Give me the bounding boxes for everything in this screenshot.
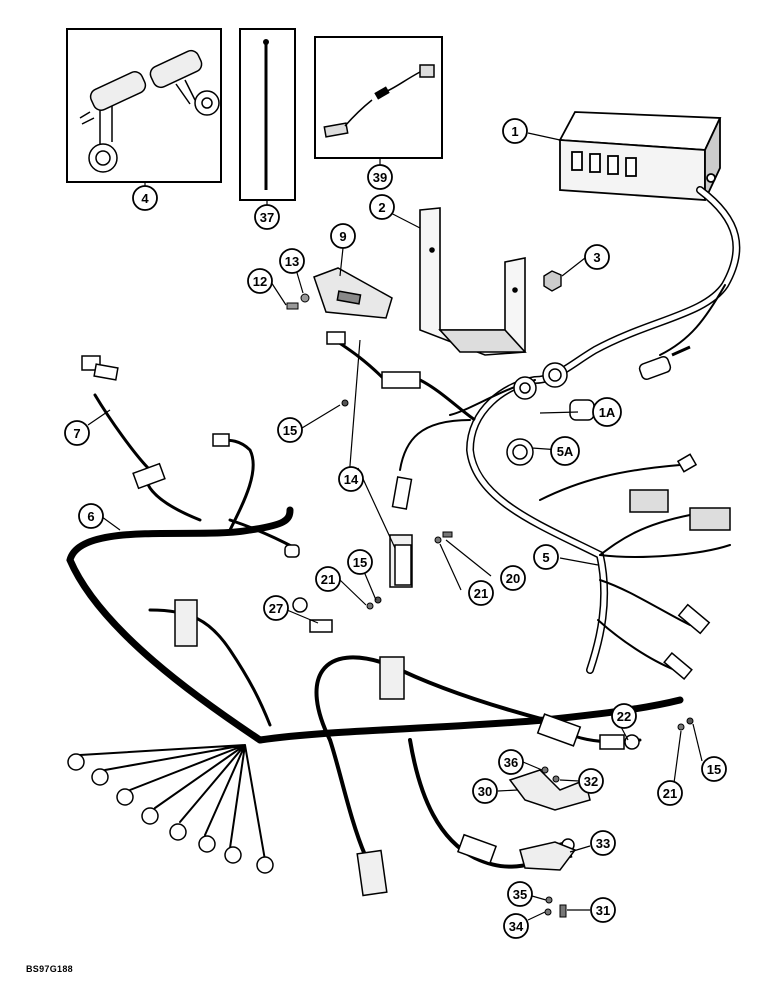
callout-5a[interactable]: 5A (550, 436, 580, 466)
callout-34[interactable]: 34 (503, 913, 529, 939)
callout-1a[interactable]: 1A (592, 397, 622, 427)
svg-text:4: 4 (141, 191, 149, 206)
svg-text:21: 21 (321, 572, 335, 587)
svg-text:13: 13 (285, 254, 299, 269)
washer-13 (300, 293, 310, 303)
callout-31[interactable]: 31 (590, 897, 616, 923)
callout-12[interactable]: 12 (247, 268, 273, 294)
callout-21-c[interactable]: 21 (657, 780, 683, 806)
svg-text:15: 15 (283, 423, 297, 438)
callout-15-c[interactable]: 15 (701, 756, 727, 782)
harness-5 (399, 186, 741, 674)
svg-text:12: 12 (253, 274, 267, 289)
svg-text:35: 35 (513, 887, 527, 902)
nut-34 (544, 908, 552, 916)
svg-text:15: 15 (707, 762, 721, 777)
harness-14 (326, 331, 476, 586)
svg-text:5: 5 (542, 550, 549, 565)
svg-text:32: 32 (584, 774, 598, 789)
callout-22[interactable]: 22 (611, 703, 637, 729)
callout-13[interactable]: 13 (279, 248, 305, 274)
screw-15-c (686, 717, 694, 725)
callout-3[interactable]: 3 (584, 244, 610, 270)
u-bracket (419, 207, 527, 356)
svg-text:27: 27 (269, 601, 283, 616)
callout-5[interactable]: 5 (533, 544, 559, 570)
screw-12 (286, 302, 299, 310)
callout-15-b[interactable]: 15 (347, 549, 373, 575)
svg-text:7: 7 (73, 426, 80, 441)
svg-text:21: 21 (474, 586, 488, 601)
washer-32 (552, 775, 560, 783)
callout-2[interactable]: 2 (369, 194, 395, 220)
callout-27[interactable]: 27 (263, 595, 289, 621)
harness-6-connectors (81, 355, 640, 897)
mounting-plate-9 (313, 267, 393, 319)
svg-text:37: 37 (260, 210, 274, 225)
screw-15-b (374, 596, 382, 604)
callout-1[interactable]: 1 (502, 118, 528, 144)
bracket-30 (508, 769, 591, 811)
callout-21-a[interactable]: 21 (315, 566, 341, 592)
connector-assembly-drawing (79, 49, 220, 173)
svg-text:2: 2 (378, 200, 385, 215)
callout-30[interactable]: 30 (472, 778, 498, 804)
washer-35 (545, 896, 553, 904)
screw-31 (559, 904, 567, 918)
callout-20[interactable]: 20 (500, 565, 526, 591)
svg-text:36: 36 (504, 755, 518, 770)
callout-21-b[interactable]: 21 (468, 580, 494, 606)
svg-text:34: 34 (509, 919, 524, 934)
svg-text:31: 31 (596, 903, 610, 918)
svg-text:5A: 5A (557, 444, 574, 459)
harness-5-connectors (389, 345, 731, 681)
callout-14[interactable]: 14 (338, 466, 364, 492)
svg-text:1: 1 (511, 124, 518, 139)
inset-box-37 (239, 28, 296, 206)
nut-36 (541, 766, 549, 774)
svg-text:33: 33 (596, 836, 610, 851)
svg-text:6: 6 (87, 509, 94, 524)
callout-6[interactable]: 6 (78, 503, 104, 529)
washer-21-c (677, 723, 685, 731)
figure-reference: BS97G188 (26, 964, 73, 974)
callout-39[interactable]: 39 (367, 164, 393, 190)
svg-text:39: 39 (373, 170, 387, 185)
callout-37[interactable]: 37 (254, 204, 280, 230)
svg-text:22: 22 (617, 709, 631, 724)
svg-text:1A: 1A (599, 405, 616, 420)
nut-3 (543, 270, 562, 292)
svg-text:3: 3 (593, 250, 600, 265)
washer-21-b (434, 536, 442, 544)
inset-box-4 (66, 28, 222, 188)
switch-box (558, 111, 722, 201)
svg-text:9: 9 (339, 229, 346, 244)
screw-15-a (341, 399, 349, 407)
callout-labels: 1 1A 2 3 4 5 5A 6 7 9 12 13 14 15 15 15 … (64, 118, 727, 939)
inset-box-39 (314, 36, 443, 166)
svg-text:30: 30 (478, 784, 492, 799)
callout-4[interactable]: 4 (132, 185, 158, 211)
washer-21-a (366, 602, 374, 610)
callout-36[interactable]: 36 (498, 749, 524, 775)
svg-text:15: 15 (353, 555, 367, 570)
svg-text:14: 14 (344, 472, 359, 487)
screw-20 (442, 531, 453, 538)
sensor-plugs (67, 753, 274, 874)
callout-33[interactable]: 33 (590, 830, 616, 856)
callout-15-a[interactable]: 15 (277, 417, 303, 443)
callout-32[interactable]: 32 (578, 768, 604, 794)
svg-text:21: 21 (663, 786, 677, 801)
callout-9[interactable]: 9 (330, 223, 356, 249)
svg-text:20: 20 (506, 571, 520, 586)
leader-lines (87, 132, 703, 921)
callout-7[interactable]: 7 (64, 420, 90, 446)
callout-35[interactable]: 35 (507, 881, 533, 907)
bracket-33 (519, 841, 577, 871)
